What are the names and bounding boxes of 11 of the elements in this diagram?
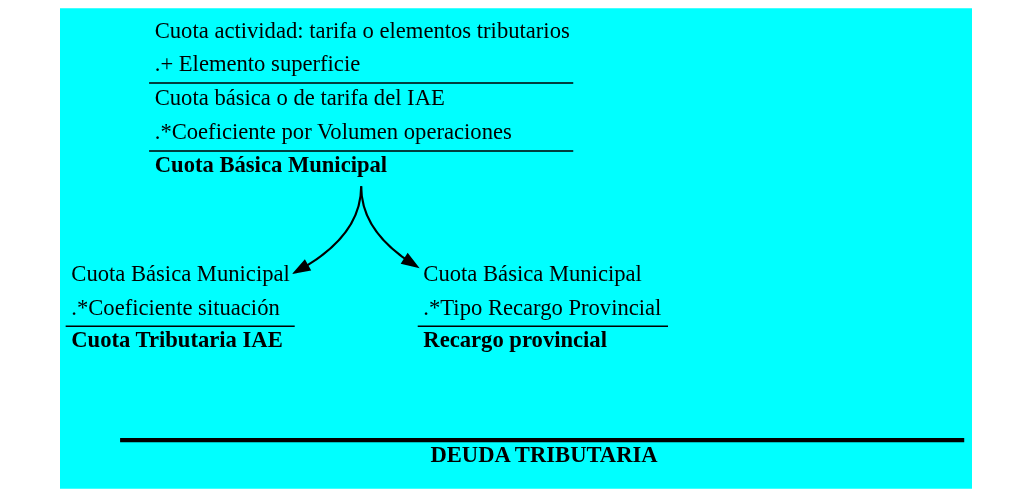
node-label: Cuota Tributaria IAE — [71, 327, 283, 353]
node-label: .+ Elemento superficie — [154, 51, 361, 77]
arrow — [360, 186, 420, 269]
node-label: .*Tipo Recargo Provincial — [423, 294, 662, 320]
node-label: Cuota Básica Municipal — [154, 151, 388, 177]
node-label: Recargo provincial — [423, 327, 607, 353]
node-label: Cuota Básica Municipal — [423, 260, 642, 286]
label: DEUDA TRIBUTARIA — [430, 441, 658, 467]
node-label: Cuota Básica Municipal — [71, 260, 290, 286]
node-label: Cuota actividad: tarifa o elementos tributarios — [154, 17, 570, 43]
node-label: .*Coeficiente situación — [71, 294, 280, 320]
